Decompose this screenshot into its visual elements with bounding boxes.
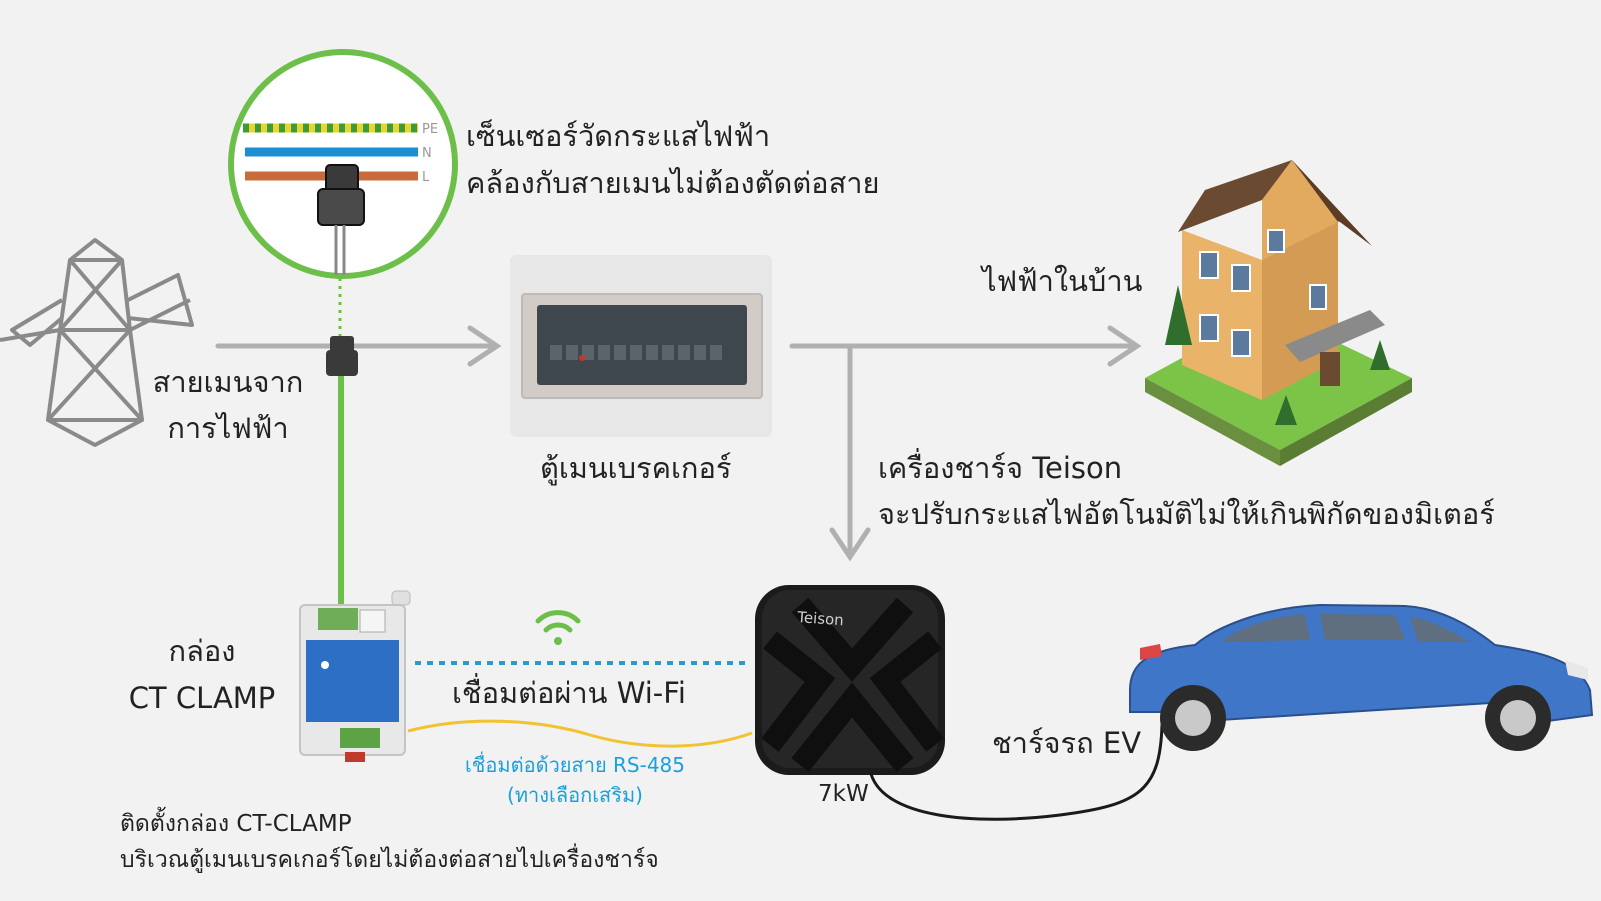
ev-car-icon: [1129, 603, 1594, 751]
breaker-to-house-arrow: [789, 325, 1142, 367]
charging-cable: [868, 724, 1164, 821]
ct-clamp-box-icon: [299, 590, 411, 762]
charger-label-line1: เครื่องชาร์จ Teison: [878, 451, 1123, 485]
install-note-line2: บริเวณตู้เมนเบรคเกอร์โดยไม่ต้องต่อสายไปเ…: [120, 847, 659, 873]
charger-brand-logo: Teison: [796, 608, 845, 629]
install-note-line1: ติดตั้งกล่อง CT-CLAMP: [120, 811, 352, 837]
sensor-label-line2: คล้องกับสายเมนไม่ต้องตัดต่อสาย: [466, 166, 880, 200]
wire-label-pe: PE: [422, 122, 438, 137]
charger-label-line2: จะปรับกระแสไฟอัตโนมัติไม่ให้เกินพิกัดของ…: [878, 497, 1495, 531]
breaker-label: ตู้เมนเบรคเกอร์: [540, 451, 732, 485]
branch-to-charger-arrow: [829, 345, 871, 562]
teison-charger-icon: Teison: [755, 585, 945, 775]
sensor-label-line1: เซ็นเซอร์วัดกระแสไฟฟ้า: [466, 119, 771, 153]
wire-label-l: L: [422, 170, 430, 185]
grid-label-line2: การไฟฟ้า: [167, 411, 289, 445]
grid-to-breaker-arrow: [215, 325, 502, 367]
transmission-tower-icon: [0, 238, 194, 447]
power-label: 7kW: [818, 781, 869, 807]
rs485-label-line1: เชื่อมต่อด้วยสาย RS-485: [464, 753, 686, 777]
breaker-box-icon: [510, 255, 772, 437]
rs485-label-line2: (ทางเลือกเสริม): [507, 783, 643, 807]
wifi-icon: [535, 610, 581, 645]
ctbox-label-line1: กล่อง: [168, 634, 236, 668]
ctbox-label-line2: CT CLAMP: [128, 681, 276, 715]
sensor-circle: [228, 49, 458, 279]
rs485-cable: [407, 719, 753, 748]
grid-label-line1: สายเมนจาก: [152, 365, 304, 399]
ev-label: ชาร์จรถ EV: [992, 726, 1142, 760]
wifi-label: เชื่อมต่อผ่าน Wi-Fi: [452, 676, 686, 710]
home-label: ไฟฟ้าในบ้าน: [982, 264, 1143, 298]
ct-clamp-icon: [326, 336, 358, 376]
house-icon: [1145, 160, 1412, 466]
wire-label-n: N: [422, 146, 432, 161]
